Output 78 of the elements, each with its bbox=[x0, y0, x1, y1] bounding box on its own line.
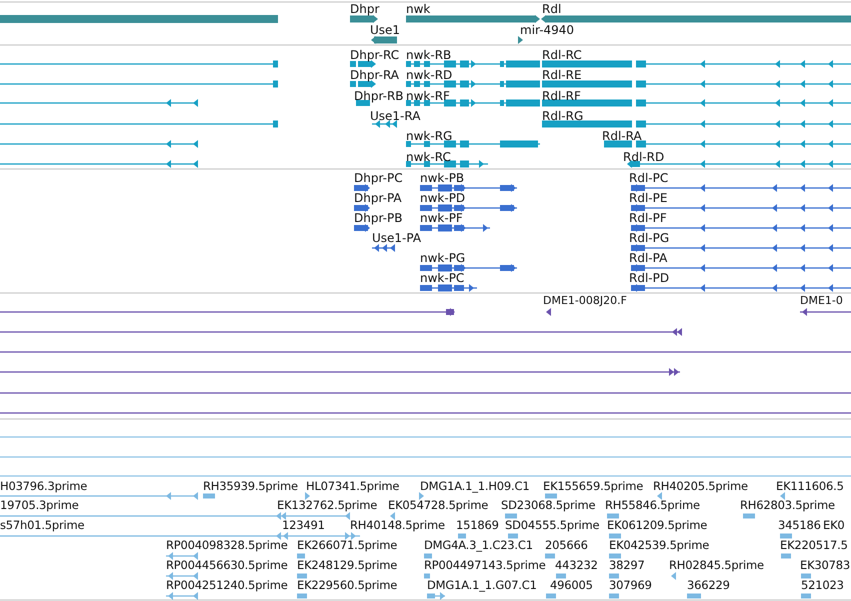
feature-label: DME1-0 bbox=[800, 294, 843, 308]
feature-label: H03796.3prime bbox=[0, 479, 88, 493]
feature-label: DMG1A.1_1.G07.C1 bbox=[427, 578, 537, 592]
feature-label: RH40148.5prime bbox=[350, 518, 445, 532]
feature-label: 443232 bbox=[555, 558, 598, 572]
feature-label: EK054728.5prime bbox=[388, 498, 488, 512]
feature-label: 38297 bbox=[609, 558, 645, 572]
feature-label: Rdl-PD bbox=[629, 271, 670, 285]
feature-label: 19705.3prime bbox=[0, 498, 79, 512]
feature-label: nwk-RC bbox=[406, 150, 451, 164]
feature-label: Use1-RA bbox=[370, 109, 420, 123]
feature-label: RP004497143.5prime bbox=[424, 558, 546, 572]
feature-label: SD04555.5prime bbox=[505, 518, 600, 532]
feature-label: nwk bbox=[406, 2, 430, 16]
feature-label: RH02845.5prime bbox=[669, 558, 764, 572]
feature-label: EK30783 bbox=[800, 558, 850, 572]
feature-label: 307969 bbox=[609, 578, 652, 592]
feature-label: Dhpr-PA bbox=[354, 191, 402, 205]
feature-label: DMG4A.3_1.C23.C1 bbox=[424, 538, 533, 552]
feature-label: Rdl-RG bbox=[542, 109, 584, 123]
feature-label: 205666 bbox=[545, 538, 588, 552]
feature-label: Dhpr-PB bbox=[354, 211, 402, 225]
feature-label: Rdl-PC bbox=[629, 171, 668, 185]
feature-label: nwk-PG bbox=[420, 251, 466, 265]
feature-label: Rdl bbox=[542, 2, 562, 16]
feature-label: EK042539.5prime bbox=[609, 538, 710, 552]
feature-label: EK0 bbox=[823, 518, 845, 532]
feature-label: Rdl-PE bbox=[629, 191, 668, 205]
feature-label: Dhpr-RC bbox=[350, 48, 400, 62]
feature-label: EK229560.5prime bbox=[297, 578, 398, 592]
feature-label: EK111606.5 bbox=[776, 479, 844, 493]
feature-label: 345186 bbox=[778, 518, 821, 532]
feature-label: Rdl-PF bbox=[629, 211, 667, 225]
feature-label: EK132762.5prime bbox=[277, 498, 378, 512]
feature-label: Dhpr-RA bbox=[350, 68, 400, 82]
feature-label: 496005 bbox=[550, 578, 593, 592]
feature-label: EK061209.5prime bbox=[607, 518, 708, 532]
feature-label: nwk-PC bbox=[420, 271, 464, 285]
feature-label: Dhpr-PC bbox=[354, 171, 403, 185]
feature-label: nwk-RG bbox=[406, 129, 452, 143]
feature-label: nwk-PB bbox=[420, 171, 464, 185]
feature-label: nwk-RF bbox=[406, 89, 450, 103]
feature-label: Rdl-PA bbox=[629, 251, 668, 265]
feature-label: nwk-PD bbox=[420, 191, 466, 205]
feature-label: SD23068.5prime bbox=[501, 498, 596, 512]
feature-label: RH55846.5prime bbox=[605, 498, 700, 512]
feature-label: RP004251240.5prime bbox=[166, 578, 288, 592]
feature-label: Use1 bbox=[370, 23, 400, 37]
feature-label: nwk-RB bbox=[406, 48, 452, 62]
feature-label: 123491 bbox=[282, 518, 325, 532]
feature-label: Rdl-RE bbox=[542, 68, 582, 82]
feature-label: mir-4940 bbox=[520, 23, 574, 37]
feature-label: DMG1A.1_1.H09.C1 bbox=[420, 479, 530, 493]
feature-label: DME1-008J20.F bbox=[543, 294, 627, 308]
feature-label: 151869 bbox=[456, 518, 499, 532]
feature-label: Use1-PA bbox=[372, 231, 422, 245]
feature-label: RH40205.5prime bbox=[653, 479, 748, 493]
feature-label: Rdl-PG bbox=[629, 231, 670, 245]
feature-label: Rdl-RF bbox=[542, 89, 581, 103]
feature-label: RH62803.5prime bbox=[740, 498, 835, 512]
feature-label: Dhpr-RB bbox=[354, 89, 404, 103]
feature-label: RP004456630.5prime bbox=[166, 558, 288, 572]
feature-label: Rdl-RD bbox=[623, 150, 664, 164]
feature-label: nwk-PF bbox=[420, 211, 463, 225]
feature-label: EK248129.5prime bbox=[297, 558, 398, 572]
feature-label: EK155659.5prime bbox=[543, 479, 644, 493]
feature-label: Rdl-RA bbox=[602, 129, 642, 143]
feature-label: Dhpr bbox=[350, 2, 380, 16]
feature-label: 366229 bbox=[687, 578, 730, 592]
feature-label: Rdl-RC bbox=[542, 48, 582, 62]
feature-label: EK220517.5 bbox=[780, 538, 848, 552]
feature-label: 521023 bbox=[801, 578, 844, 592]
feature-label: s57h01.5prime bbox=[0, 518, 84, 532]
feature-label: RP004098328.5prime bbox=[166, 538, 288, 552]
feature-label: EK266071.5prime bbox=[297, 538, 398, 552]
feature-label: nwk-RD bbox=[406, 68, 452, 82]
feature-label: RH35939.5prime bbox=[203, 479, 298, 493]
feature-label: HL07341.5prime bbox=[306, 479, 400, 493]
